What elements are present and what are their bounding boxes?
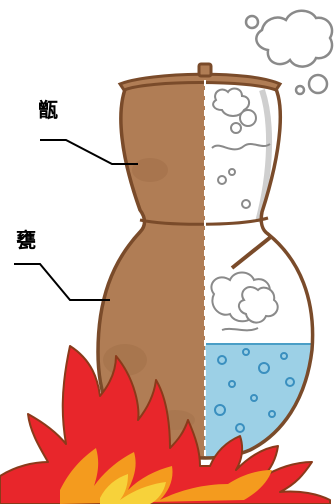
label-upper-vessel: 甑 bbox=[38, 100, 58, 120]
label-lower-vessel: 甕 bbox=[16, 230, 36, 250]
leader-line-lower bbox=[14, 264, 110, 300]
